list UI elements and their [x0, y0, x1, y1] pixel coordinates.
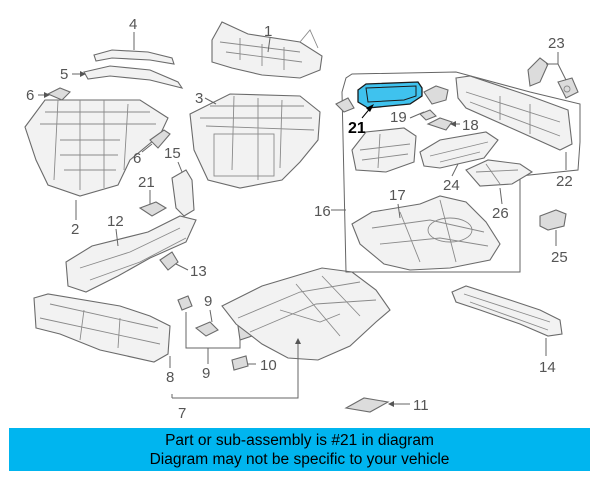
callout-22: 21: [138, 174, 155, 191]
part-5-bar: [83, 65, 184, 89]
part-21-highlighted[interactable]: [357, 81, 423, 109]
part-19-bracket: [426, 117, 453, 131]
part-24-brackets: [527, 57, 579, 99]
part-27-panel: [465, 159, 534, 187]
part-2-rear-body: [24, 99, 169, 197]
callout-11: 10: [260, 357, 277, 374]
callout-1: 1: [264, 23, 272, 40]
callout-16: 15: [164, 145, 181, 162]
callout-15: 14: [539, 359, 556, 376]
callout-24: 23: [548, 35, 565, 52]
part-3-rear-body: [189, 93, 321, 189]
callout-10: 9: [204, 293, 212, 310]
part-18-floor-tub: [351, 195, 501, 271]
callout-6b: 6: [133, 150, 141, 167]
part-1-back-panel: [211, 21, 323, 79]
part-25-member: [419, 131, 499, 169]
part-26-bracket: [539, 209, 567, 231]
callout-27: 26: [492, 205, 509, 222]
callout-14: 13: [190, 263, 207, 280]
part-20-bracket: [423, 85, 449, 105]
callout-5: 5: [60, 66, 68, 83]
callout-23: 22: [556, 173, 573, 190]
callout-26: 25: [551, 249, 568, 266]
part-14-bracket: [159, 251, 179, 271]
part-22-bracket: [138, 201, 168, 217]
callout-18: 17: [389, 187, 406, 204]
callout-2: 2: [71, 221, 79, 238]
callout-6a: 6: [26, 87, 34, 104]
part-12-plate: [344, 397, 390, 413]
part-6-bracket-left: [46, 87, 71, 101]
info-banner: Part or sub-assembly is #21 in diagram D…: [9, 428, 590, 471]
callout-8: 8: [166, 369, 174, 386]
part-4-rail: [93, 49, 175, 65]
part-16-bracket: [171, 169, 195, 217]
callout-17: 16: [314, 203, 331, 220]
part-6-bracket-right: [149, 129, 171, 149]
callout-25: 24: [443, 177, 460, 194]
part-20-tab: [335, 97, 355, 113]
callout-12: 11: [413, 397, 429, 414]
part-13-side-rail: [65, 215, 197, 293]
part-15-rail: [451, 285, 563, 337]
callout-20: 19: [390, 109, 407, 126]
banner-line-1: Part or sub-assembly is #21 in diagram: [165, 431, 434, 449]
callout-13: 12: [107, 213, 124, 230]
callout-19: 18: [462, 117, 479, 134]
part-11-plug: [231, 355, 249, 371]
part-8-crossmember: [33, 293, 171, 363]
part-17-group-box: [341, 71, 581, 273]
part-group-box: [351, 127, 417, 173]
callout-7: 7: [178, 405, 186, 422]
callout-9: 9: [202, 365, 210, 382]
part-7-floor-pan: [221, 267, 391, 361]
callout-21: 21: [348, 120, 366, 137]
part-rear-crossmember: [455, 75, 573, 151]
callout-4: 4: [129, 16, 137, 33]
banner-line-2: Diagram may not be specific to your vehi…: [149, 450, 450, 468]
callout-3: 3: [195, 90, 203, 107]
parts-diagram: 1 4 5 6 2 6 3 15 21: [24, 16, 581, 422]
